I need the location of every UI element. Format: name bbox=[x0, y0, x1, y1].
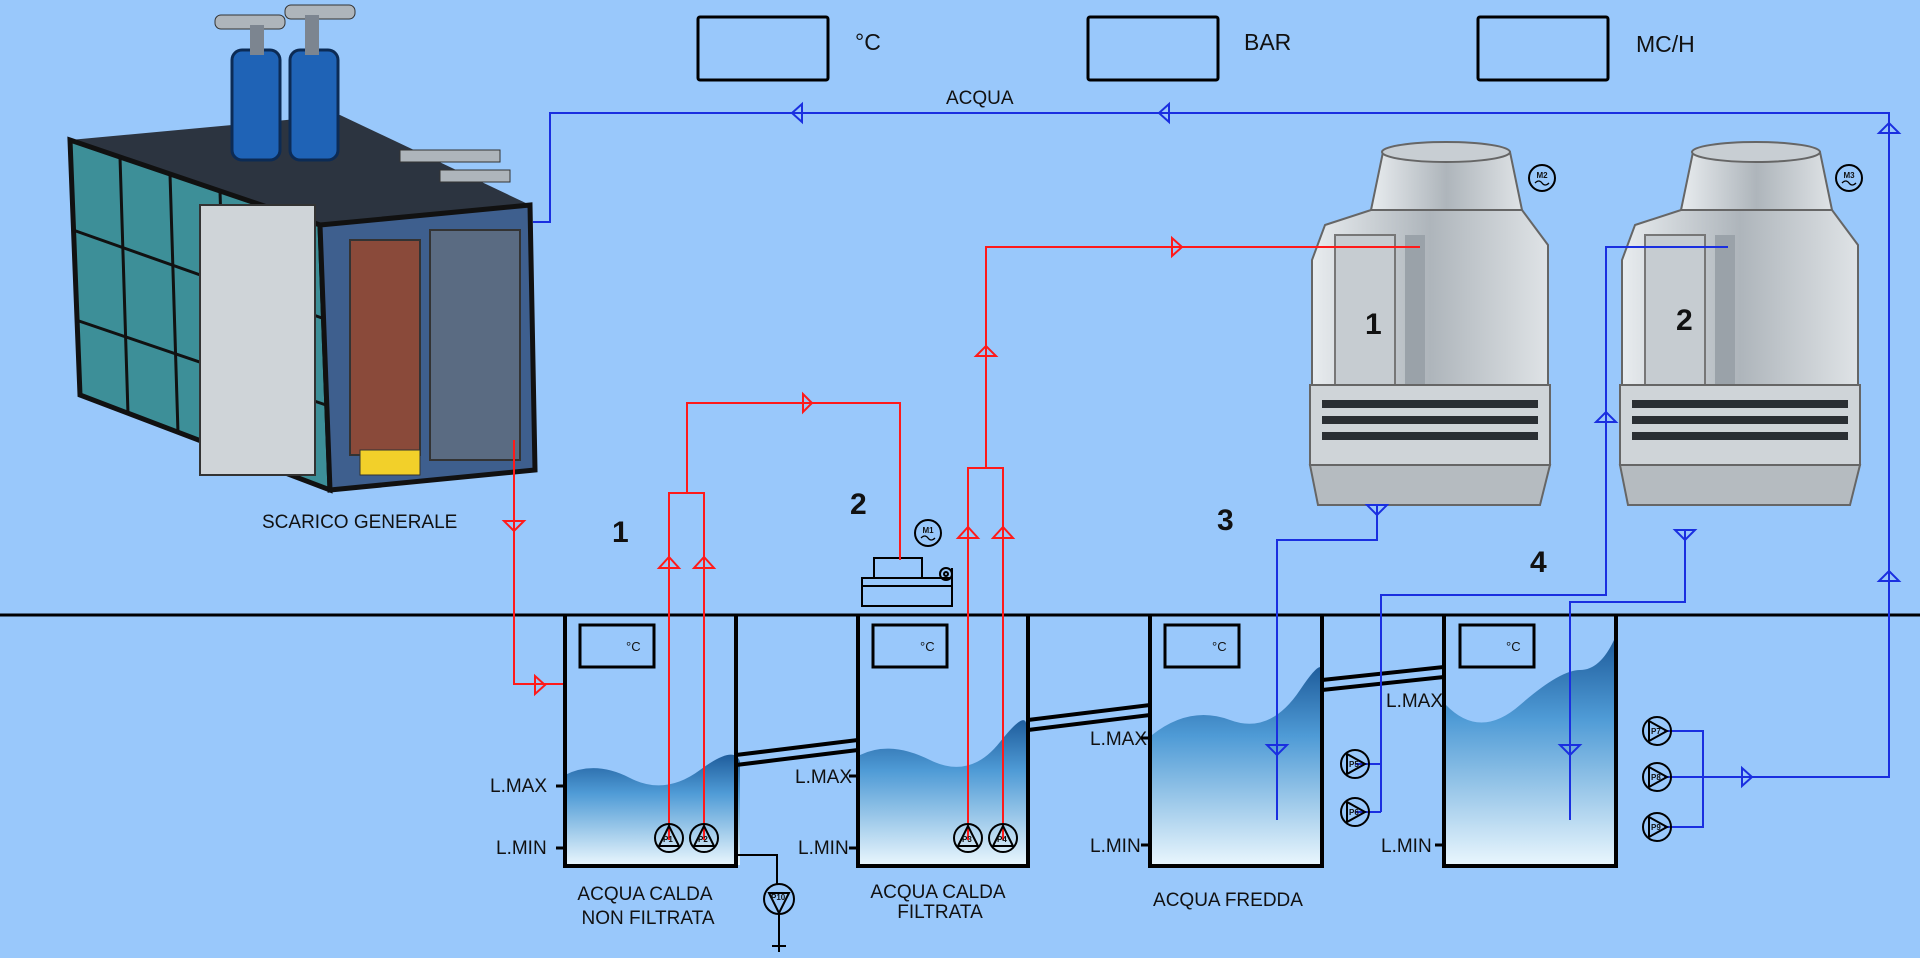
readout-pressure: BAR bbox=[1088, 17, 1291, 80]
pump-p3-label: P3 bbox=[962, 835, 972, 844]
pump-p8-label: P8 bbox=[1651, 773, 1661, 782]
motor-m1-label: M1 bbox=[922, 526, 934, 535]
motor-m3: M3 bbox=[1836, 165, 1862, 191]
tank-4-temp-unit: °C bbox=[1506, 639, 1521, 654]
filter-unit bbox=[862, 558, 952, 606]
section-number-2: 2 bbox=[850, 488, 867, 521]
tank-3-temp-unit: °C bbox=[1212, 639, 1227, 654]
tank-2-temp-unit: °C bbox=[920, 639, 935, 654]
tank-2-name-2: FILTRATA bbox=[897, 902, 983, 923]
section-number-1: 1 bbox=[612, 516, 629, 549]
channel-2-3 bbox=[1028, 615, 1150, 720]
tank-2-level-max: L.MAX bbox=[795, 767, 852, 788]
pump-p1-label: P1 bbox=[663, 835, 673, 844]
tank-4-level-max: L.MAX bbox=[1386, 691, 1443, 712]
tank-1-name-2: NON FILTRATA bbox=[582, 908, 715, 929]
readout-temperature-unit: °C bbox=[855, 29, 881, 55]
channel-3-4 bbox=[1322, 615, 1444, 680]
tower-2-number: 2 bbox=[1676, 304, 1693, 337]
tank-3-temp-box bbox=[1165, 625, 1239, 667]
readout-flow: MC/H bbox=[1478, 17, 1695, 80]
readout-flow-box bbox=[1478, 17, 1608, 80]
tank-1-level-max: L.MAX bbox=[490, 776, 547, 797]
readout-temperature-box bbox=[698, 17, 828, 80]
drain-label: SCARICO GENERALE bbox=[262, 512, 457, 533]
tank-3-level-max: L.MAX bbox=[1090, 729, 1147, 750]
tank-1: °C L.MAX L.MIN ACQUA CALDA NON FILTRATA bbox=[490, 615, 740, 929]
water-pipe-label: ACQUA bbox=[946, 88, 1014, 109]
tank-2-temp-box bbox=[873, 625, 947, 667]
readout-temperature: °C bbox=[698, 17, 881, 80]
readout-pressure-box bbox=[1088, 17, 1218, 80]
readout-flow-unit: MC/H bbox=[1636, 31, 1695, 57]
tank-2: °C L.MAX L.MIN ACQUA CALDA FILTRATA bbox=[795, 615, 1028, 923]
motor-m3-label: M3 bbox=[1843, 171, 1855, 180]
pump-p2-label: P2 bbox=[698, 835, 708, 844]
tank-1-name: ACQUA CALDA bbox=[577, 884, 712, 905]
tank-1-temp-box bbox=[580, 625, 654, 667]
pump-p7-label: P7 bbox=[1651, 727, 1661, 736]
section-number-3: 3 bbox=[1217, 504, 1234, 537]
pump-p10-label: P10 bbox=[771, 893, 786, 902]
channel-1-2 bbox=[736, 615, 858, 755]
cooling-tower-2 bbox=[1620, 142, 1860, 505]
pump-p9-label: P9 bbox=[1651, 823, 1661, 832]
motor-m2-label: M2 bbox=[1536, 171, 1548, 180]
tank-4-temp-box bbox=[1460, 625, 1534, 667]
tank-1-level-min: L.MIN bbox=[496, 838, 547, 859]
pump-p10 bbox=[736, 855, 794, 952]
tower-1-number: 1 bbox=[1365, 308, 1382, 341]
tank-1-temp-unit: °C bbox=[626, 639, 641, 654]
motor-m1: M1 bbox=[915, 520, 941, 546]
tank-3-name: ACQUA FREDDA bbox=[1153, 890, 1303, 911]
machine-illustration bbox=[70, 5, 535, 490]
cooling-tower-1 bbox=[1310, 142, 1550, 505]
motor-m2: M2 bbox=[1529, 165, 1555, 191]
tank-3: °C L.MAX L.MIN ACQUA FREDDA bbox=[1090, 615, 1323, 911]
tank-3-level-min: L.MIN bbox=[1090, 836, 1141, 857]
tank-2-level-min: L.MIN bbox=[798, 838, 849, 859]
pump-p6-label: P6 bbox=[1349, 808, 1359, 817]
pump-p5-label: P5 bbox=[1349, 760, 1359, 769]
tank-4-level-min: L.MIN bbox=[1381, 836, 1432, 857]
tank-4: °C L.MAX L.MIN bbox=[1381, 615, 1616, 866]
readout-pressure-unit: BAR bbox=[1244, 29, 1291, 55]
pump-p4-label: P4 bbox=[997, 835, 1007, 844]
tank-2-name: ACQUA CALDA bbox=[870, 882, 1005, 903]
section-number-4: 4 bbox=[1530, 546, 1547, 579]
